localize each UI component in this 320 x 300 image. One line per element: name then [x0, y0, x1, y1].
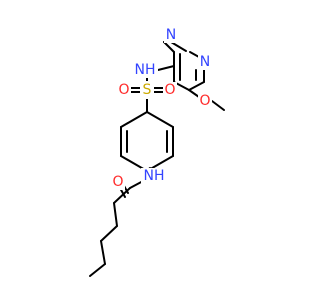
pyrazine-bond	[163, 41, 175, 53]
molecule-structure-drawing: N N NH O S O O	[89, 27, 225, 277]
atom-label-o: O	[164, 82, 175, 98]
methoxy-bond	[188, 89, 200, 98]
benzene-bond	[120, 111, 148, 128]
pyrazine-bond	[189, 51, 200, 58]
atom-label-layer: N N NH O S O O	[111, 27, 212, 190]
atom-label-nh: NH	[135, 62, 156, 78]
alkyl-chain-bond	[100, 240, 106, 265]
atom-label-o: O	[118, 82, 129, 98]
atom-label-o: O	[199, 93, 210, 109]
methoxy-bond	[211, 100, 225, 111]
atom-s-sulfonyl: S	[140, 81, 154, 99]
atom-o-methoxy: O	[198, 93, 212, 109]
atom-label-n: N	[200, 54, 210, 70]
alkyl-chain-bond	[113, 187, 131, 204]
sulfonamide-n-ring-bond	[157, 65, 175, 71]
atom-n-pyrazine-bottom: N	[198, 54, 212, 70]
atom-label-nh: NH	[144, 168, 165, 184]
atom-o-carbonyl: O	[111, 174, 125, 190]
atom-label-o: O	[112, 174, 123, 190]
alkyl-chain-bond	[113, 202, 118, 227]
atom-nh-sulfonamide: NH	[132, 62, 158, 78]
pyrazine-bond	[188, 81, 205, 91]
atom-label-n: N	[166, 27, 176, 43]
atom-o-sulfonyl-left: O	[117, 82, 131, 98]
atom-n-pyrazine-top: N	[164, 27, 178, 43]
benzene-bond	[146, 111, 174, 128]
atom-label-s: S	[143, 82, 152, 98]
atom-o-sulfonyl-right: O	[163, 82, 177, 98]
alkyl-chain-bond	[100, 225, 118, 242]
pyrazine-bond	[170, 41, 187, 52]
alkyl-chain-bond	[89, 263, 106, 277]
atom-nh-amide: NH	[141, 168, 167, 184]
